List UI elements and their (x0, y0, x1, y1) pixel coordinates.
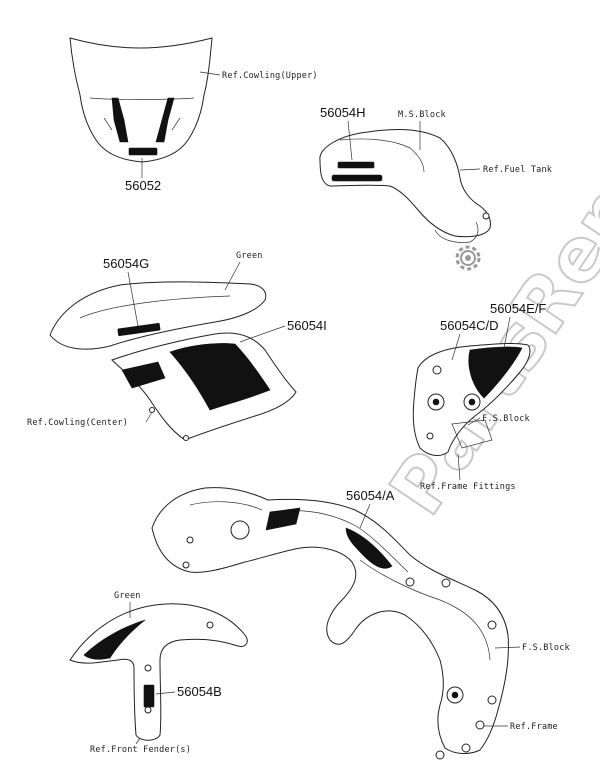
label-56054CD: 56054C/D (440, 318, 499, 333)
main-frame[interactable] (151, 487, 509, 760)
label-56054I: 56054I (287, 318, 327, 333)
label-fs-block-1: F.S.Block (482, 414, 530, 424)
windshield-upper-cowling[interactable] (69, 37, 213, 163)
label-ref-cowling-upper: Ref.Cowling(Upper) (222, 71, 318, 81)
label-56054G: 56054G (103, 256, 149, 271)
label-56054B: 56054B (177, 684, 222, 699)
label-ref-frame-fittings: Ref.Frame Fittings (420, 482, 516, 492)
gear-icon (455, 245, 481, 271)
label-green-1: Green (236, 251, 263, 261)
label-56054EF: 56054E/F (490, 301, 546, 316)
label-56052: 56052 (125, 178, 161, 193)
label-56054H: 56054H (320, 105, 366, 120)
label-ref-front-fender: Ref.Front Fender(s) (90, 745, 191, 755)
label-ref-fuel-tank: Ref.Fuel Tank (483, 165, 552, 175)
label-fs-block-2: F.S.Block (522, 643, 570, 653)
fuel-tank[interactable] (319, 129, 491, 243)
label-ref-frame: Ref.Frame (510, 722, 558, 732)
label-ref-cowling-center: Ref.Cowling(Center) (27, 418, 128, 428)
frame-fitting[interactable] (412, 342, 531, 456)
front-fender[interactable] (69, 603, 248, 741)
label-56054A: 56054/A (346, 488, 395, 503)
label-green-2: Green (114, 591, 141, 601)
label-ms-block: M.S.Block (398, 110, 446, 120)
watermark-text: PartsRepublik (374, 0, 600, 530)
center-cowling[interactable] (49, 281, 297, 441)
watermark: PartsRepublik (373, 0, 600, 531)
